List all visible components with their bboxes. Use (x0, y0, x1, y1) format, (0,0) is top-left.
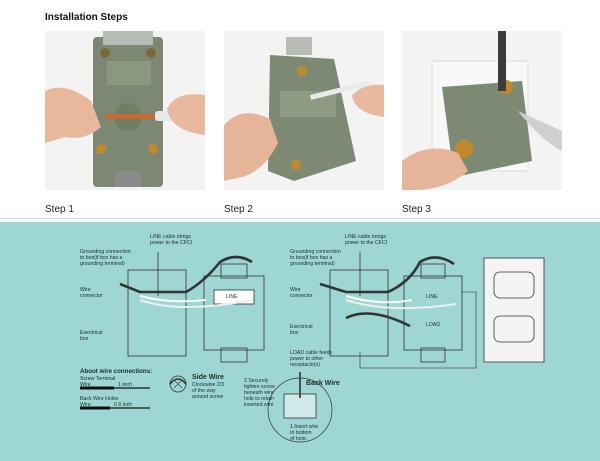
right-electrical-box-label: Exectrical box (290, 324, 313, 336)
back-wire-wire-label: Wire (80, 402, 91, 408)
side-wire-text: Clockwise 2/3 of the way around screw (192, 382, 225, 400)
six-eighths-label: 0.6 inch (114, 402, 133, 408)
left-wire-connector-label: Wire connector (80, 287, 103, 299)
back-wire-title: Back Wire (306, 380, 340, 387)
step-1-photo (45, 31, 205, 190)
screw-terminal-label: Screw Terminal (80, 376, 116, 382)
left-electrical-box-label: Exectrical box (80, 330, 103, 342)
screw-terminal-wire-label: Wire (80, 382, 91, 388)
step-1-label: Step 1 (45, 204, 74, 215)
installation-steps-section: Installation Steps (0, 0, 600, 222)
back-wire-step-2: 2.Securely tighten screw beneath wire ho… (244, 378, 275, 408)
step-2-photo (224, 31, 384, 190)
right-load-cable-label: LOAD cable feeds power to other receptac… (290, 350, 333, 368)
right-load-tag: LOAD (426, 322, 441, 328)
left-line-cable-label: LINE cable brings power to the CFCI (150, 234, 193, 246)
left-grounding-label: Grounding connection to box(if box has a… (80, 249, 131, 267)
back-wire-holes-label: Back Wire Holes (80, 396, 119, 402)
downstream-outlet (483, 257, 545, 363)
one-inch-label: 1 inch (118, 382, 132, 388)
step-3-label: Step 3 (402, 204, 431, 215)
back-wire-step-1: 1.Insert wire to bottom of hole. (290, 424, 319, 442)
section-title: Installation Steps (45, 12, 128, 23)
step-2-label: Step 2 (224, 204, 253, 215)
wiring-diagram: LINE cable brings power to the CFCI Grou… (0, 222, 600, 461)
left-line-tag: LINE (226, 294, 238, 300)
left-electrical-box (127, 269, 187, 357)
right-wire-connector-label: Wire connector (290, 287, 313, 299)
section-divider (0, 218, 600, 219)
wire-connections-heading: About wire connections: (80, 368, 153, 375)
left-receptacle (203, 275, 265, 351)
side-wire-title: Side Wire (192, 374, 224, 381)
right-electrical-box (329, 269, 389, 357)
right-line-cable-label: LINE cable brings power to the CFCI (345, 234, 388, 246)
right-grounding-label: Grounding connection to box(if box has a… (290, 249, 341, 267)
right-line-tag: LINE (426, 294, 438, 300)
step-3-photo (402, 31, 562, 190)
wiring-diagram-drawing (80, 252, 545, 443)
right-receptacle (403, 275, 463, 351)
